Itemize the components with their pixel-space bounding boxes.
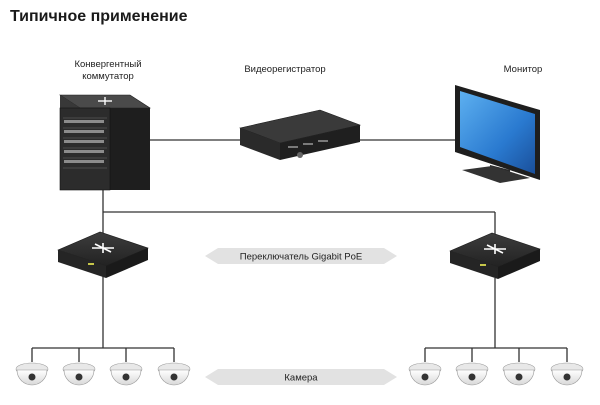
poe-switch-icon <box>449 232 541 279</box>
dome-camera-icon <box>502 362 536 386</box>
camera-label: Камера <box>284 373 318 384</box>
poe-switch-band: Переключатель Gigabit PoE <box>205 248 397 264</box>
dvr-label: Видеорегистратор <box>244 64 326 75</box>
dome-camera-icon <box>62 362 96 386</box>
camera-band: Камера <box>205 369 397 385</box>
dome-camera-icon <box>550 362 584 386</box>
poe-switch-icon <box>57 231 149 278</box>
connection-lines <box>31 139 568 362</box>
dome-camera-icon <box>109 362 143 386</box>
dome-camera-icon <box>15 362 49 386</box>
poe-switch-label: Переключатель Gigabit PoE <box>240 252 362 263</box>
converged-switch-label: Конвергентный коммутатор <box>74 59 142 82</box>
dome-camera-icon <box>455 362 489 386</box>
dome-camera-icon <box>157 362 191 386</box>
dome-camera-icon <box>408 362 442 386</box>
page-title: Типичное применение <box>10 8 188 25</box>
dvr-icon <box>238 109 362 160</box>
converged-switch-icon <box>58 94 152 191</box>
monitor-label: Монитор <box>503 64 543 75</box>
monitor-icon <box>455 85 540 183</box>
